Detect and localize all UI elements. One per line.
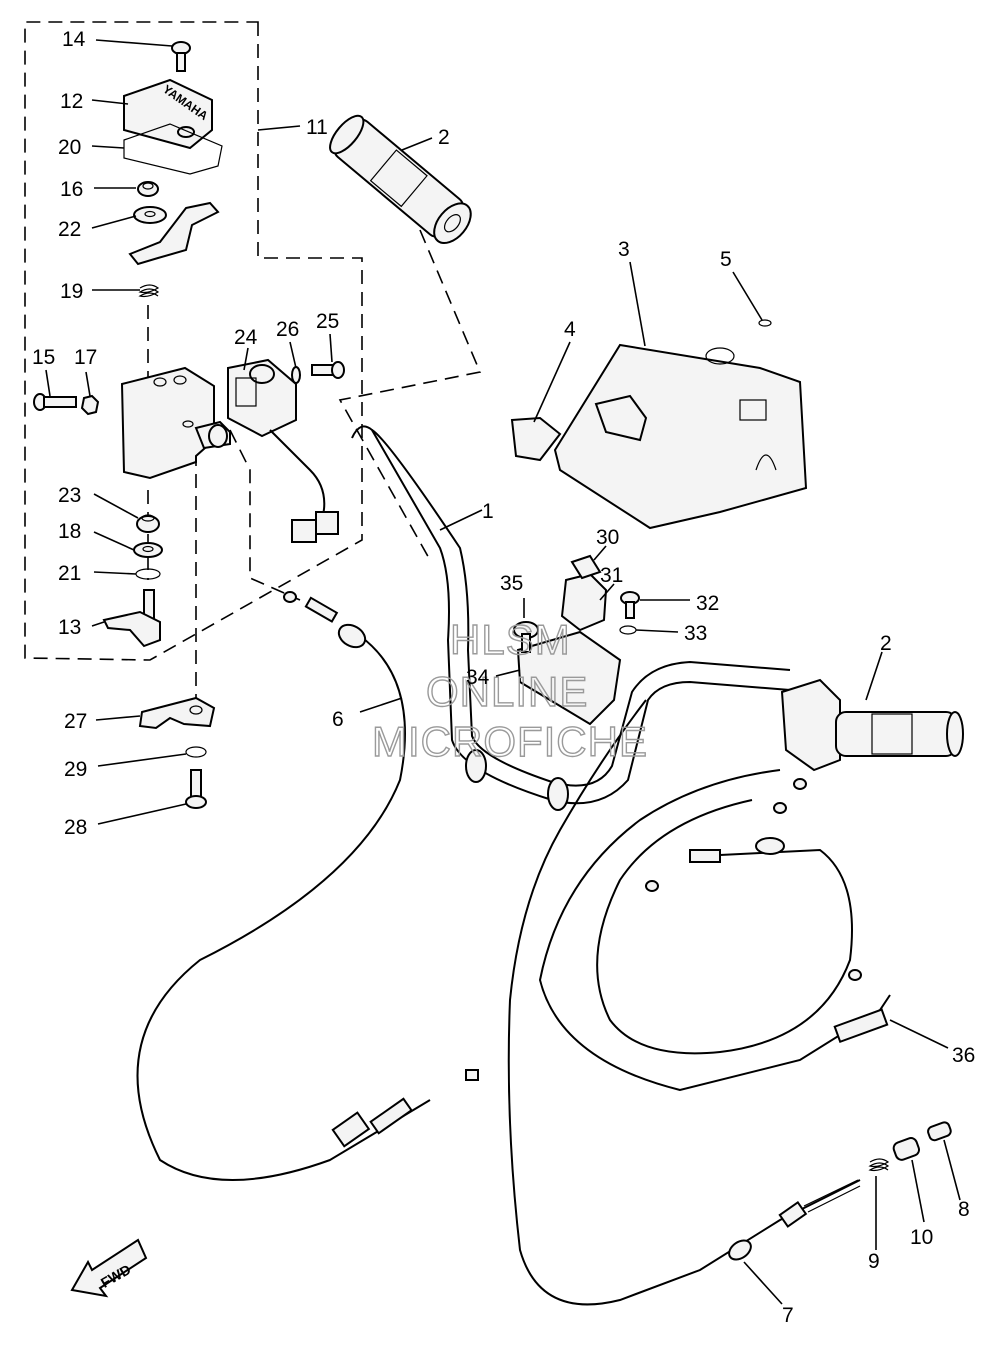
screw-32 bbox=[620, 591, 640, 619]
washer-26 bbox=[291, 366, 301, 384]
clip-5 bbox=[758, 319, 772, 327]
washer-21 bbox=[135, 568, 161, 580]
cable-36 bbox=[538, 769, 891, 1092]
switch-cover-12: YAMAHA bbox=[123, 78, 213, 150]
callout-18: 18 bbox=[58, 520, 81, 543]
gasket-20 bbox=[123, 123, 223, 175]
callout-36: 36 bbox=[952, 1044, 975, 1067]
leader-lines bbox=[45, 39, 961, 1305]
callout-24: 24 bbox=[234, 326, 258, 349]
nut-17 bbox=[80, 394, 100, 416]
nut-10 bbox=[892, 1137, 921, 1161]
callout-8: 8 bbox=[958, 1198, 970, 1221]
cable-7-fittings bbox=[728, 1179, 861, 1261]
handlebar-edge bbox=[371, 429, 791, 787]
washer-18 bbox=[133, 542, 163, 558]
adjuster-8 bbox=[927, 1121, 952, 1142]
callout-15: 15 bbox=[32, 346, 55, 369]
washer-29 bbox=[185, 746, 207, 758]
nut-23 bbox=[136, 514, 160, 533]
clamp-27 bbox=[138, 696, 216, 730]
callout-4: 4 bbox=[564, 318, 576, 341]
spring-19 bbox=[138, 284, 160, 298]
callout-numbers: 14 12 20 16 22 11 2 19 3 5 24 26 25 15 1… bbox=[32, 28, 975, 1327]
cable-36-fittings bbox=[645, 778, 889, 1044]
callout-26: 26 bbox=[276, 318, 299, 341]
callout-31: 31 bbox=[600, 564, 623, 587]
screw-35 bbox=[513, 621, 539, 653]
callout-6: 6 bbox=[332, 708, 344, 731]
callout-1: 1 bbox=[482, 500, 494, 523]
cover-lens-4 bbox=[510, 416, 562, 462]
wire-connector bbox=[291, 511, 339, 543]
watermark: HLSM ONLINE MICROFICHE bbox=[371, 615, 648, 765]
switch-clamp-34 bbox=[516, 630, 622, 726]
callout-33: 33 bbox=[684, 622, 707, 645]
callout-14: 14 bbox=[62, 28, 86, 51]
callout-9: 9 bbox=[868, 1250, 880, 1273]
forward-direction-badge: FWD bbox=[70, 1238, 148, 1298]
nut-16 bbox=[137, 181, 159, 197]
callout-23: 23 bbox=[58, 484, 81, 507]
callout-3: 3 bbox=[618, 238, 630, 261]
callout-30: 30 bbox=[596, 526, 619, 549]
left-grip bbox=[329, 114, 472, 244]
washer-22 bbox=[133, 206, 167, 224]
cable-7 bbox=[507, 699, 861, 1306]
callout-16: 16 bbox=[60, 178, 83, 201]
callout-21: 21 bbox=[58, 562, 81, 585]
callout-34: 34 bbox=[466, 666, 490, 689]
callout-29: 29 bbox=[64, 758, 87, 781]
callout-35: 35 bbox=[500, 572, 523, 595]
routing-line-switch bbox=[229, 429, 301, 601]
switch-module-24 bbox=[227, 358, 297, 438]
callout-17: 17 bbox=[74, 346, 97, 369]
routing-line-grip bbox=[338, 229, 482, 561]
callout-22: 22 bbox=[58, 218, 81, 241]
watermark-line-3: MICROFICHE bbox=[372, 718, 648, 765]
callout-27: 27 bbox=[64, 710, 87, 733]
callout-32: 32 bbox=[696, 592, 719, 615]
pivot-bolt-13 bbox=[102, 589, 161, 648]
callout-2-right-grip: 2 bbox=[880, 632, 892, 655]
watermark-line-1: HLSM bbox=[450, 616, 571, 663]
callout-5: 5 bbox=[720, 248, 732, 271]
callout-13: 13 bbox=[58, 616, 81, 639]
switch-housing bbox=[120, 366, 231, 480]
callout-12: 12 bbox=[60, 90, 83, 113]
bolt-15 bbox=[33, 393, 77, 411]
cable-throttle bbox=[596, 799, 853, 1055]
callout-25: 25 bbox=[316, 310, 339, 333]
watermark-line-2: ONLINE bbox=[426, 668, 588, 715]
callout-2-left-grip: 2 bbox=[438, 126, 450, 149]
subassembly-outline bbox=[24, 21, 363, 661]
cable-6 bbox=[136, 635, 431, 1181]
washer-33 bbox=[619, 625, 637, 635]
handlebar-cover-3 bbox=[553, 343, 808, 530]
callout-28: 28 bbox=[64, 816, 87, 839]
callout-20: 20 bbox=[58, 136, 81, 159]
screw-28 bbox=[185, 769, 207, 809]
callout-7: 7 bbox=[782, 1304, 794, 1327]
switch-wire-harness bbox=[269, 429, 326, 521]
callout-10: 10 bbox=[910, 1226, 933, 1249]
spring-9 bbox=[868, 1158, 890, 1172]
handlebar-collar bbox=[465, 749, 569, 811]
callout-19: 19 bbox=[60, 280, 83, 303]
cable-6-fittings bbox=[283, 591, 479, 1148]
right-grip bbox=[780, 678, 964, 772]
screw-14 bbox=[171, 41, 191, 72]
screw-25 bbox=[311, 361, 345, 379]
start-switch-30 bbox=[560, 554, 608, 632]
callout-11: 11 bbox=[306, 116, 328, 139]
lever-bracket bbox=[128, 201, 220, 266]
